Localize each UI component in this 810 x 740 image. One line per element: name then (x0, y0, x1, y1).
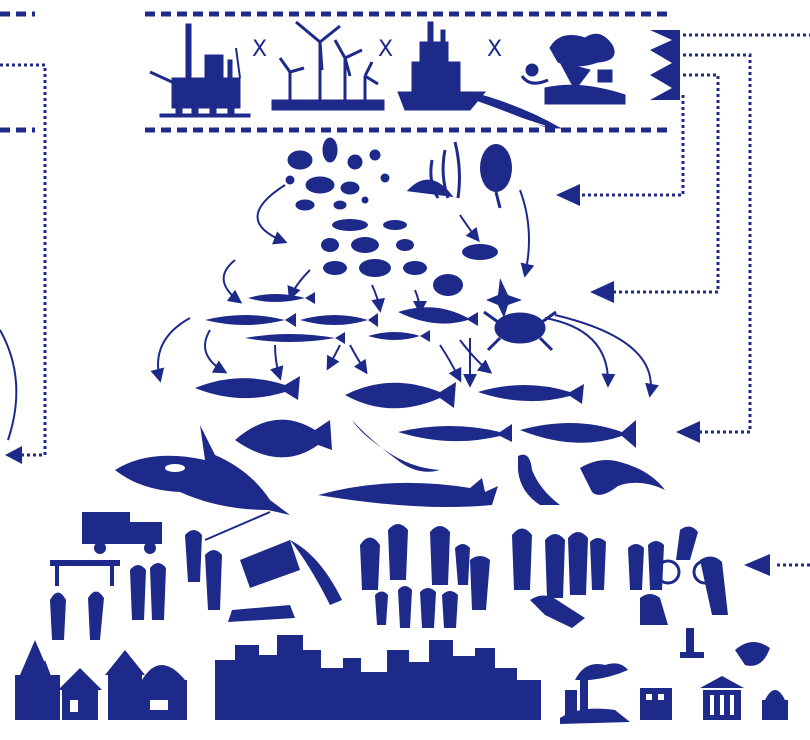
small-invertebrates (321, 219, 522, 318)
tourism-landscape-icon (520, 33, 626, 105)
separator-2: X (378, 37, 393, 62)
shark-icon (318, 478, 498, 508)
separator-3: X (487, 37, 502, 62)
left-feedback-connector (0, 63, 47, 457)
industry-icon (560, 663, 630, 724)
seabirds-level (518, 454, 665, 505)
fishing-and-transport-group (50, 511, 342, 640)
families-group (360, 524, 490, 628)
trawler-ship-icon (397, 21, 562, 129)
right-arrowheads (556, 184, 770, 576)
wind-farm-icon (271, 20, 385, 111)
crab-icon (483, 310, 557, 352)
plankton-cluster (285, 137, 390, 211)
top-activities-frame (0, 11, 670, 133)
oil-platform-icon (149, 23, 251, 118)
city-skyline (215, 635, 541, 720)
right-feedback-connectors (580, 33, 810, 567)
left-arrowhead (5, 446, 22, 464)
forage-fish-level (205, 292, 478, 344)
kelp-cluster (406, 141, 461, 199)
orca-icon (115, 425, 290, 515)
large-fish-level (195, 376, 636, 472)
separator-1: X (252, 37, 267, 62)
zigzag-marker (650, 30, 680, 100)
cyclists-group (628, 526, 728, 625)
food-web-arrows (150, 184, 659, 398)
recreation-group (512, 528, 606, 628)
sea-cucumber-icon (480, 144, 512, 209)
rural-houses (15, 640, 187, 720)
science-culture-icons (640, 628, 788, 720)
